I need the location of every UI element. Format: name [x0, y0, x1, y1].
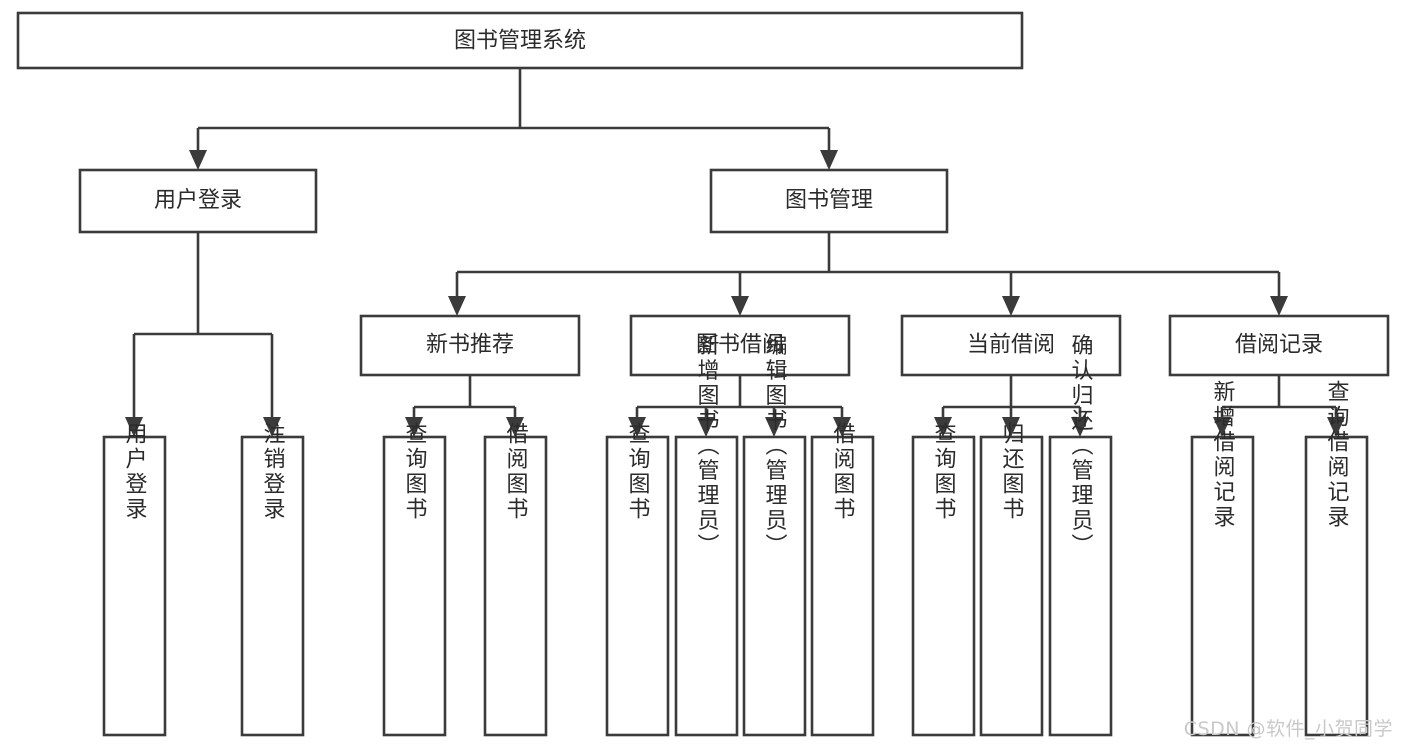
- leaf-add-borrow-record-box[interactable]: [1190, 435, 1255, 737]
- node-root-label: 图书管理系统: [454, 29, 586, 54]
- leaf-confirm-return-admin-label: 确认归还（管理员）: [1068, 334, 1094, 559]
- arrow-head-icon: [833, 417, 851, 437]
- node-user-login-label: 用户登录: [154, 188, 242, 213]
- leaf-query-book-borrow-label: 查询图书: [625, 422, 651, 522]
- leaf-borrow-book-borrow[interactable]: 借阅图书: [810, 422, 875, 737]
- leaf-query-book-current-label: 查询图书: [931, 422, 957, 522]
- leaf-logout-label: 注销登录: [260, 422, 286, 522]
- leaf-edit-book-admin[interactable]: 编辑图书（管理员）: [742, 334, 807, 737]
- leaf-logout-box[interactable]: [240, 435, 305, 737]
- arrow-head-icon: [820, 150, 838, 170]
- node-book-borrow-box[interactable]: [629, 314, 851, 377]
- node-current-borrow[interactable]: 当前借阅: [900, 314, 1122, 377]
- leaf-query-borrow-record-label: 查询借阅记录: [1324, 380, 1350, 530]
- node-new-book-recommend-label: 新书推荐: [426, 333, 514, 358]
- arrow-head-icon: [506, 417, 524, 437]
- leaf-return-book-box[interactable]: [979, 435, 1044, 737]
- connector-userlogin-to-leaves: [125, 232, 281, 437]
- node-book-management-box[interactable]: [709, 168, 949, 234]
- leaf-query-book-borrow-box[interactable]: [605, 435, 670, 737]
- arrow-head-icon: [731, 296, 749, 316]
- arrow-head-icon: [1002, 417, 1020, 437]
- node-borrow-records[interactable]: 借阅记录: [1168, 314, 1390, 377]
- connector-current-to-leaves: [934, 375, 1089, 437]
- connector-bookmgmt-to-level2: [448, 232, 1288, 316]
- arrow-head-icon: [1213, 417, 1231, 437]
- arrow-head-icon: [189, 150, 207, 170]
- arrow-head-icon: [628, 417, 646, 437]
- leaf-return-book[interactable]: 归还图书: [979, 422, 1044, 737]
- node-new-book-recommend[interactable]: 新书推荐: [359, 314, 581, 377]
- node-current-borrow-label: 当前借阅: [967, 333, 1055, 358]
- leaf-edit-book-admin-label: 编辑图书（管理员）: [762, 334, 788, 559]
- leaf-query-book-current[interactable]: 查询图书: [911, 422, 976, 737]
- node-borrow-records-label: 借阅记录: [1235, 333, 1323, 358]
- leaf-confirm-return-admin-box[interactable]: [1048, 435, 1113, 737]
- arrow-head-icon: [1327, 417, 1345, 437]
- arrow-head-icon: [125, 417, 143, 437]
- leaf-borrow-book-newbook-label: 借阅图书: [503, 422, 529, 522]
- connector-newbook-to-leaves: [405, 375, 524, 437]
- leaf-user-login[interactable]: 用户登录: [102, 422, 167, 737]
- node-borrow-records-box[interactable]: [1168, 314, 1390, 377]
- arrow-head-icon: [405, 417, 423, 437]
- leaf-user-login-label: 用户登录: [122, 422, 148, 522]
- node-new-book-recommend-box[interactable]: [359, 314, 581, 377]
- csdn-watermark: CSDN @软件_小贺同学: [1183, 718, 1393, 740]
- node-book-management[interactable]: 图书管理: [709, 168, 949, 234]
- leaf-borrow-book-newbook-box[interactable]: [483, 435, 548, 737]
- leaf-confirm-return-admin[interactable]: 确认归还（管理员）: [1048, 334, 1113, 737]
- arrow-head-icon: [697, 417, 715, 437]
- leaf-query-book-current-box[interactable]: [911, 435, 976, 737]
- leaf-query-borrow-record[interactable]: 查询借阅记录: [1304, 380, 1369, 737]
- connector-records-to-leaves: [1213, 375, 1345, 437]
- arrow-head-icon: [934, 417, 952, 437]
- arrow-head-icon: [1071, 417, 1089, 437]
- leaf-add-borrow-record[interactable]: 新增借阅记录: [1190, 380, 1255, 737]
- node-current-borrow-box[interactable]: [900, 314, 1122, 377]
- leaf-borrow-book-newbook[interactable]: 借阅图书: [483, 422, 548, 737]
- node-root-box[interactable]: [16, 11, 1024, 70]
- arrow-head-icon: [1270, 296, 1288, 316]
- leaf-return-book-label: 归还图书: [999, 422, 1025, 522]
- leaf-user-login-box[interactable]: [102, 435, 167, 737]
- node-user-login-box[interactable]: [78, 168, 318, 234]
- arrow-head-icon: [765, 417, 783, 437]
- leaf-borrow-book-borrow-label: 借阅图书: [830, 422, 856, 522]
- connector-borrow-to-leaves: [628, 375, 851, 437]
- leaf-add-borrow-record-label: 新增借阅记录: [1210, 380, 1236, 530]
- leaf-borrow-book-borrow-box[interactable]: [810, 435, 875, 737]
- leaf-add-book-admin[interactable]: 新增图书（管理员）: [674, 334, 739, 737]
- node-book-borrow-label: 图书借阅: [696, 333, 784, 358]
- arrow-head-icon: [448, 296, 466, 316]
- leaf-logout[interactable]: 注销登录: [240, 422, 305, 737]
- leaf-query-book-newbook-label: 查询图书: [402, 422, 428, 522]
- node-book-borrow[interactable]: 图书借阅: [629, 314, 851, 377]
- leaf-add-book-admin-label: 新增图书（管理员）: [694, 334, 720, 559]
- leaf-query-book-newbook-box[interactable]: [382, 435, 447, 737]
- leaf-edit-book-admin-box[interactable]: [742, 435, 807, 737]
- leaf-query-book-borrow[interactable]: 查询图书: [605, 422, 670, 737]
- leaf-add-book-admin-box[interactable]: [674, 435, 739, 737]
- node-book-management-label: 图书管理: [785, 188, 873, 213]
- leaf-query-borrow-record-box[interactable]: [1304, 435, 1369, 737]
- connector-root-to-level1: [189, 68, 838, 170]
- arrow-head-icon: [1002, 296, 1020, 316]
- node-root[interactable]: 图书管理系统: [16, 11, 1024, 70]
- arrow-head-icon: [263, 417, 281, 437]
- leaf-query-book-newbook[interactable]: 查询图书: [382, 422, 447, 737]
- node-user-login[interactable]: 用户登录: [78, 168, 318, 234]
